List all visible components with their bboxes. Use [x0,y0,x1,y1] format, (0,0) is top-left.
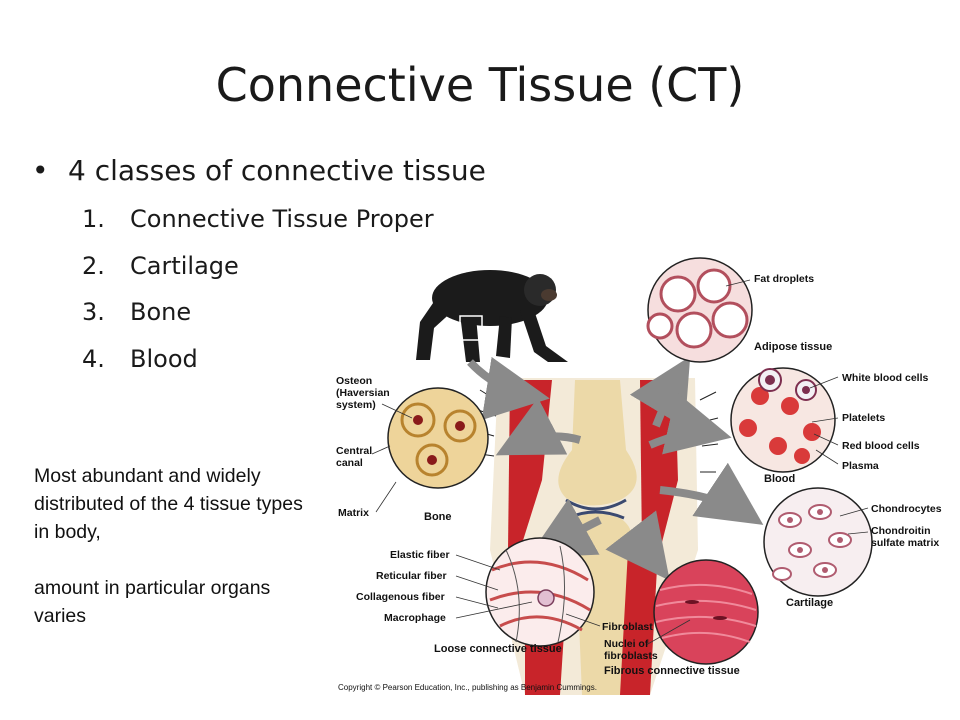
leader-lines [371,279,869,646]
label-chondroitin-2: sulfate matrix [871,537,939,549]
caption-blood: Blood [764,473,795,485]
list-item: 1.Connective Tissue Proper [82,205,434,233]
caption-fibrous-ct: Fibrous connective tissue [604,665,740,677]
note-amount: amount in particular organs varies [34,577,271,627]
adipose-micrograph [646,257,753,363]
label-osteon-3: system) [336,399,376,411]
blood-micrograph [730,367,836,473]
copyright-notice: Copyright © Pearson Education, Inc., pub… [338,683,597,692]
class-label: Connective Tissue Proper [130,205,434,233]
class-list: 1.Connective Tissue Proper 2.Cartilage 3… [82,205,434,391]
caption-cartilage: Cartilage [786,597,833,609]
label-osteon-2: (Haversian [336,387,390,399]
caption-loose-ct: Loose connective tissue [434,643,562,655]
label-fat-droplets: Fat droplets [754,273,814,285]
class-label: Cartilage [130,251,239,280]
label-nuclei-2: fibroblasts [604,650,658,662]
caption-bone: Bone [424,511,452,523]
label-central-canal-2: canal [336,457,363,469]
label-central-canal: Central [336,445,372,457]
slide-title: Connective Tissue (CT) [215,58,745,112]
list-item: 4.Blood [82,344,198,373]
chimpanzee-image [416,270,568,362]
label-chondroitin: Chondroitin [871,525,930,537]
class-label: Bone [130,298,192,326]
connective-tissue-illustration: Osteon (Haversian system) Central canal … [336,257,942,695]
note-abundance: Most abundant and widely distributed of … [34,465,303,543]
label-nuclei: Nuclei of [604,638,649,650]
list-item: 3.Bone [82,298,192,326]
caption-adipose: Adipose tissue [754,341,832,353]
label-collagenous-fiber: Collagenous fiber [356,591,445,603]
label-macrophage: Macrophage [384,612,446,624]
bone-micrograph [387,387,489,489]
cartilage-micrograph [763,487,873,597]
list-item: 2.Cartilage [82,251,239,280]
label-plasma: Plasma [842,460,879,472]
fibrous-connective-micrograph [653,559,759,665]
label-platelets: Platelets [842,412,885,424]
side-note: Most abundant and widely distributed of … [34,462,304,630]
bullet-text: 4 classes of connective tissue [68,154,486,187]
bullet-marker: • [32,154,49,187]
class-label: Blood [130,344,198,373]
label-rbc: Red blood cells [842,440,920,452]
label-elastic-fiber: Elastic fiber [390,549,450,561]
label-chondrocytes: Chondrocytes [871,503,942,515]
label-wbc: White blood cells [842,372,928,384]
label-osteon: Osteon [336,375,372,387]
loose-connective-micrograph [485,537,595,647]
label-fibroblast: Fibroblast [602,621,653,633]
label-matrix: Matrix [338,507,369,519]
label-reticular-fiber: Reticular fiber [376,570,447,582]
bullet-classes: • 4 classes of connective tissue [32,154,486,187]
